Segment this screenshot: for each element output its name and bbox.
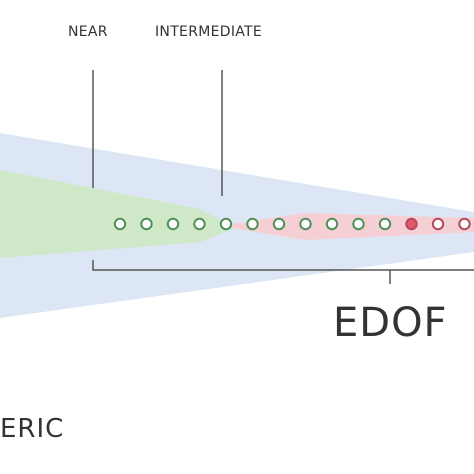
focus-point — [272, 217, 286, 231]
focus-point — [325, 217, 339, 231]
focus-points — [113, 217, 471, 231]
focus-point — [193, 217, 206, 231]
focus-point — [166, 217, 180, 231]
focus-point — [431, 217, 445, 231]
focus-point — [140, 217, 153, 231]
focus-point — [405, 217, 418, 231]
green-focus-zone — [0, 170, 235, 258]
focus-point — [378, 217, 392, 231]
focus-point — [299, 217, 312, 231]
focus-point — [113, 217, 127, 231]
focus-point — [219, 217, 233, 231]
edof-label: EDOF — [333, 300, 448, 346]
aspheric-label-fragment: ERIC — [0, 414, 65, 444]
focus-point — [458, 217, 471, 231]
focus-point — [352, 217, 365, 231]
near-label: NEAR — [68, 24, 108, 40]
focus-point — [246, 217, 259, 231]
intermediate-label: INTERMEDIATE — [155, 24, 263, 40]
edof-range-bracket — [92, 260, 474, 271]
